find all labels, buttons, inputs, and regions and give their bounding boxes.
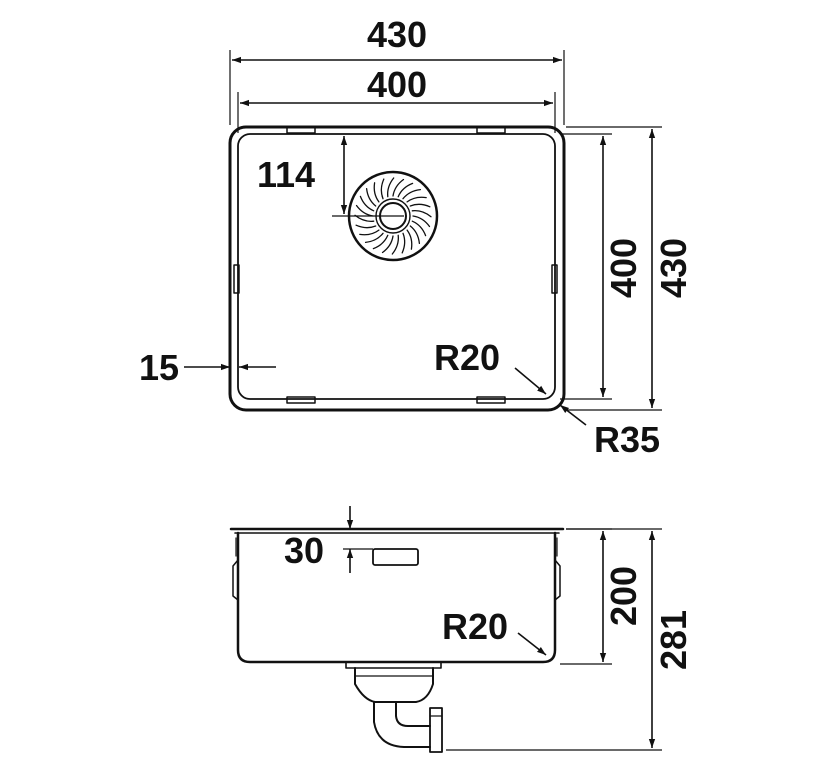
- mounting-clips: [233, 126, 558, 404]
- dimension-bottom-radius: R20: [442, 606, 547, 656]
- strainer-slot: [401, 232, 406, 254]
- dimension-outer-radius: R35: [559, 404, 660, 460]
- outer-radius-label: R35: [594, 419, 660, 460]
- outer-height-label: 430: [653, 238, 694, 298]
- dimension-inner-radius: R20: [434, 337, 547, 395]
- overflow-offset-label: 30: [284, 530, 324, 571]
- strainer-slot: [406, 196, 427, 203]
- strainer-slot: [365, 187, 377, 207]
- dimension-overflow-offset: 30: [284, 506, 373, 573]
- strainer-slot: [355, 224, 377, 229]
- bowl-depth-label: 200: [603, 566, 644, 626]
- strainer-slot: [392, 178, 405, 197]
- strainer-slot: [412, 215, 431, 228]
- dimension-inner-height: 400: [560, 133, 644, 400]
- drain-offset-label: 114: [257, 154, 315, 195]
- strainer-slot: [397, 182, 414, 198]
- strainer-slot: [406, 229, 413, 250]
- outer-width-label: 430: [367, 14, 427, 55]
- dimension-inner-width: 400: [237, 64, 556, 133]
- overflow-slot: [372, 548, 419, 566]
- strainer-slot: [380, 178, 385, 200]
- strainer-slot: [411, 210, 432, 218]
- dimension-outer-height: 430: [566, 126, 694, 411]
- bottom-radius-label: R20: [442, 606, 508, 647]
- sink-inner-bowl: [237, 133, 556, 400]
- side-view: 30 R20 200 281: [229, 506, 694, 753]
- strainer-slot: [381, 235, 394, 254]
- dimension-bowl-depth: 200: [560, 528, 644, 665]
- sink-outer-rim: [228, 125, 566, 412]
- top-view: 430 400 114 15 R20 R35: [139, 14, 694, 460]
- total-depth-label: 281: [653, 610, 694, 670]
- strainer-slot: [364, 232, 384, 244]
- strainer-slot: [372, 234, 389, 250]
- dimension-drain-offset: 114: [257, 136, 404, 217]
- dimension-wall-offset: 15: [139, 347, 276, 388]
- strainer-slot: [359, 195, 375, 212]
- strainer-slot: [391, 234, 399, 255]
- strainer-slot: [411, 220, 427, 237]
- strainer-slot: [409, 225, 421, 245]
- drain-waste-pipe: [345, 661, 443, 753]
- inner-radius-label: R20: [434, 337, 500, 378]
- inner-width-label: 400: [367, 64, 427, 105]
- inner-height-label: 400: [603, 238, 644, 298]
- strainer-slot: [387, 177, 395, 198]
- wall-offset-label: 15: [139, 347, 179, 388]
- strainer-slot: [373, 182, 380, 203]
- strainer-slot: [402, 188, 422, 200]
- dimension-outer-width: 430: [229, 14, 565, 125]
- strainer-slot: [409, 203, 431, 208]
- strainer-slot: [355, 204, 374, 217]
- strainer-slot: [359, 229, 380, 236]
- dimension-total-depth: 281: [446, 528, 694, 751]
